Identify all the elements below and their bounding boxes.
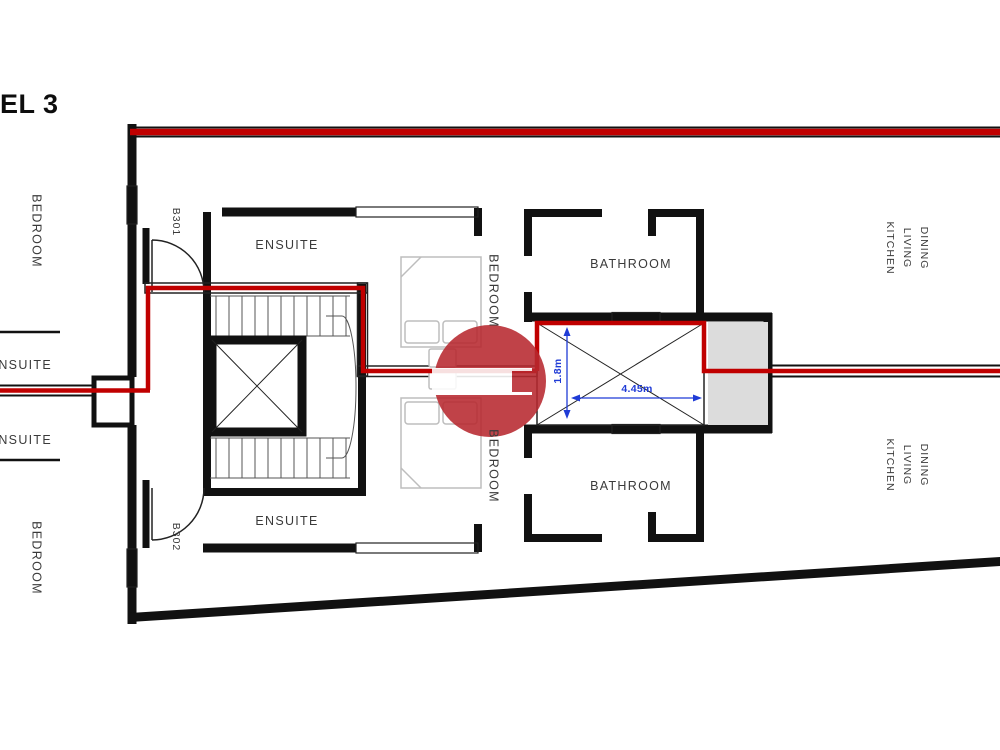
escape-route-corridor [145, 285, 537, 390]
escape-routes [0, 128, 1000, 393]
label-ensuite-left-lower: ENSUITE [0, 433, 52, 447]
label-dining-bottom: DINING [918, 444, 930, 487]
label-bedroom-center-bottom: BEDROOM [487, 429, 501, 503]
void-cross-lines [536, 322, 705, 426]
room-labels: EL 3 BEDROOM ENSUITE ENSUITE BEDROOM B30… [0, 89, 930, 595]
door-arc-b302 [151, 487, 205, 541]
site-boundary-diagonal [130, 557, 1000, 622]
dimension-width-label: 4.45m [621, 383, 652, 395]
label-bedroom-top-left: BEDROOM [30, 194, 44, 268]
label-bathroom-bottom: BATHROOM [590, 479, 672, 493]
dimension-height-label: 1.8m [552, 358, 564, 383]
label-ensuite-center-top: ENSUITE [255, 238, 318, 252]
escape-route-right [534, 320, 1000, 374]
void-room [536, 322, 768, 426]
label-living-bottom: LIVING [901, 445, 913, 485]
windows [126, 185, 661, 588]
page-title: EL 3 [0, 89, 59, 119]
stair-walk-line [326, 315, 357, 459]
label-kitchen-top: KITCHEN [884, 221, 896, 274]
label-unit-b302: B302 [170, 523, 182, 552]
label-ensuite-left-upper: ENSUITE [0, 358, 52, 372]
entry-lobby-box [91, 375, 135, 428]
shaded-zone [708, 322, 768, 425]
label-kitchen-bottom: KITCHEN [884, 438, 896, 491]
doors [151, 239, 205, 541]
label-bedroom-center-top: BEDROOM [487, 254, 501, 328]
label-bedroom-bottom-left: BEDROOM [30, 521, 44, 595]
watermark-logo [432, 325, 546, 437]
label-living-top: LIVING [901, 228, 913, 268]
label-dining-top: DINING [918, 227, 930, 270]
beds [400, 256, 482, 489]
dimension-annotations: 1.8m 4.45m [552, 327, 702, 419]
label-unit-b301: B301 [170, 208, 182, 237]
label-bathroom-top: BATHROOM [590, 257, 672, 271]
door-arc-b301 [151, 239, 205, 293]
stair-core [207, 295, 357, 479]
elevator-cross-lines [211, 339, 303, 433]
label-ensuite-center-bottom: ENSUITE [255, 514, 318, 528]
